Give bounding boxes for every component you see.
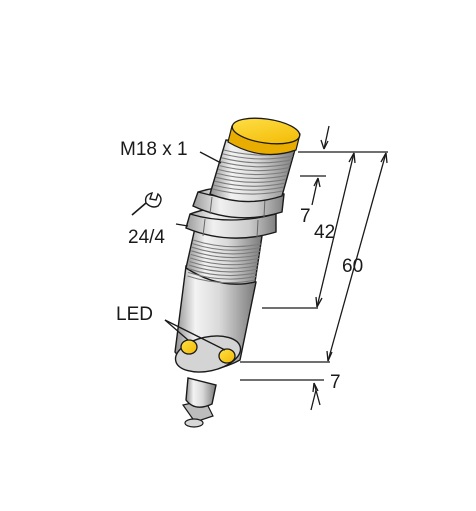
wrench-callout: 24/4 [128, 192, 189, 248]
cable [181, 377, 217, 428]
dimension-total-length-label: 60 [342, 256, 363, 277]
thread-ridge [191, 246, 261, 255]
thread-ridge [223, 149, 295, 156]
thread-ridge [190, 253, 259, 262]
thread-ridge [215, 176, 287, 183]
thread-ridge [187, 275, 256, 284]
dimension-thread-length-label: 42 [314, 222, 335, 243]
led-left-icon [180, 339, 198, 355]
thread-callout: M18 x 1 [120, 139, 222, 164]
dimension-lines: 7 42 60 7 [240, 125, 388, 411]
dimension-top-label: 7 [300, 206, 311, 227]
thread-ridge [216, 172, 288, 180]
wrench-icon [131, 192, 162, 216]
thread-ridge [221, 157, 292, 164]
thread-ridge [218, 168, 289, 176]
cable-end [184, 418, 204, 428]
thread-ridge [214, 180, 285, 187]
thread-ridge [220, 161, 291, 168]
thread-ridge [188, 264, 258, 273]
thread-ridge [189, 261, 258, 269]
led-right-icon [218, 348, 236, 364]
thread-ridge [191, 250, 260, 259]
led-label: LED [116, 304, 153, 325]
thread-ridge [190, 257, 259, 266]
thread-ridge [192, 243, 261, 251]
thread-ridge [222, 153, 293, 160]
rear-face [174, 335, 242, 373]
dimension-arrow-icon [320, 139, 329, 150]
thread-ridge [212, 188, 283, 195]
thread-ridge [187, 271, 257, 280]
thread-ridge [188, 268, 257, 277]
upper-thread [209, 139, 297, 203]
led-callout: LED [116, 304, 226, 351]
lower-thread [185, 227, 263, 285]
dimension-bottom-label: 7 [330, 372, 341, 393]
sensor-face-cap [227, 117, 301, 156]
thread-ridge [213, 184, 284, 191]
wrench-size-label: 24/4 [128, 227, 165, 248]
thread-ridge [219, 165, 290, 172]
thread-ridge [192, 239, 262, 248]
thread-label: M18 x 1 [120, 139, 188, 160]
